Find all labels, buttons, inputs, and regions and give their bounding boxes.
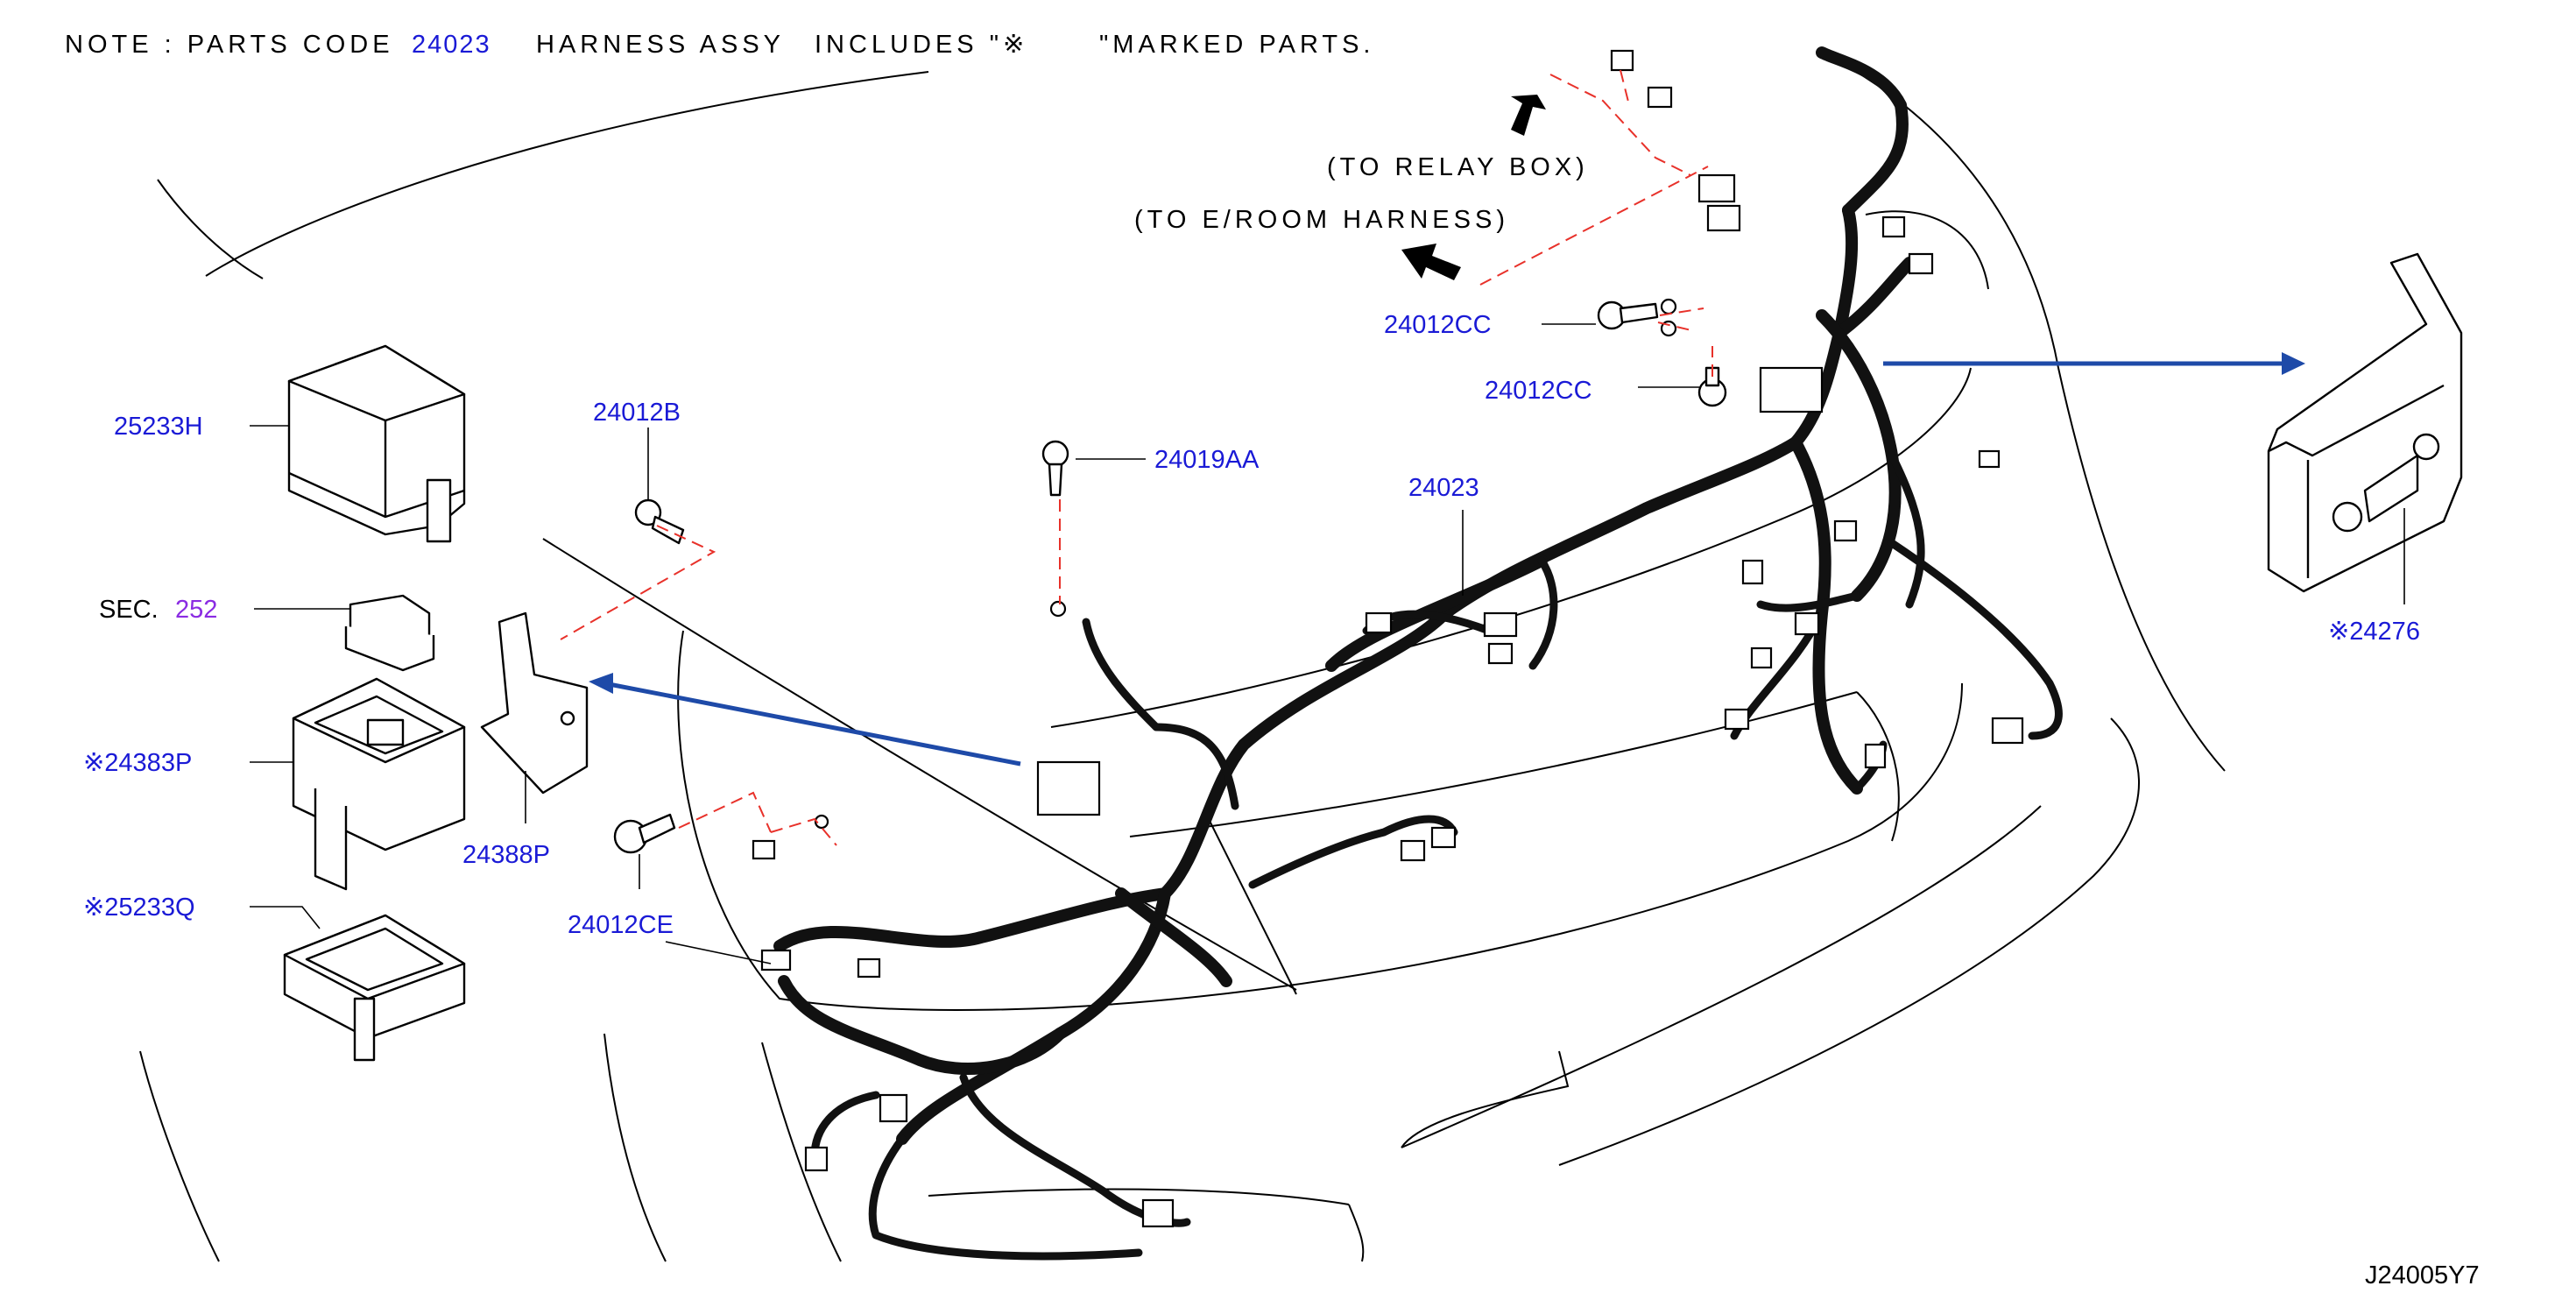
connector[interactable]: [1706, 204, 1741, 232]
vehicle-body-outline: [139, 56, 2226, 1262]
header-note: NOTE : PARTS CODE 24023 HARNESS ASSY INC…: [65, 31, 1375, 59]
part-labels: 25233H SEC. 252 ※24383P ※25233Q 24012B 2…: [83, 311, 2420, 939]
connector[interactable]: [879, 1093, 908, 1123]
connector[interactable]: [1610, 49, 1634, 72]
side-cover-24276[interactable]: [2267, 252, 2463, 593]
lower-cover-25233q[interactable]: [283, 914, 466, 1062]
connector[interactable]: [1991, 717, 2024, 745]
leader-lines: [250, 323, 2405, 964]
label-25233q[interactable]: ※25233Q: [83, 894, 195, 922]
note-harness-assy: HARNESS ASSY: [536, 31, 785, 59]
down-arrow-icon: [1511, 95, 1546, 136]
connector[interactable]: [1741, 559, 1764, 585]
connector[interactable]: [1365, 611, 1393, 634]
junction-bracket[interactable]: [1759, 366, 1824, 413]
bolt-24012cc-lower[interactable]: [1697, 366, 1727, 407]
connector[interactable]: [1908, 252, 1934, 275]
label-to-relay-box: (TO RELAY BOX): [1327, 153, 1589, 181]
label-24012ce[interactable]: 24012CE: [568, 911, 674, 939]
label-24012cc-lower[interactable]: 24012CC: [1485, 377, 1592, 405]
label-sec-prefix: SEC.: [99, 596, 159, 624]
label-24388p[interactable]: 24388P: [462, 841, 550, 869]
bolt-24012ce[interactable]: [613, 813, 676, 854]
callout-arrow-bracket: [603, 680, 1021, 767]
connector[interactable]: [1864, 743, 1887, 769]
label-24383p[interactable]: ※24383P: [83, 749, 192, 777]
direction-labels: (TO RELAY BOX) (TO E/ROOM HARNESS): [1134, 153, 1589, 234]
label-sec-252[interactable]: 252: [175, 596, 217, 624]
ground-terminal[interactable]: [1660, 320, 1677, 337]
diagram-code: J24005Y7: [2365, 1261, 2480, 1289]
label-to-eroom-harness: (TO E/ROOM HARNESS): [1134, 206, 1509, 234]
connector[interactable]: [1647, 86, 1673, 109]
note-part-code[interactable]: 24023: [412, 31, 491, 59]
label-24276[interactable]: ※24276: [2328, 618, 2420, 646]
ground-terminal[interactable]: [1049, 600, 1067, 618]
label-24012b[interactable]: 24012B: [593, 399, 681, 427]
connector[interactable]: [1724, 708, 1750, 731]
connector[interactable]: [752, 839, 776, 860]
note-prefix: NOTE : PARTS CODE: [65, 31, 394, 59]
connector[interactable]: [857, 957, 881, 979]
ground-terminal[interactable]: [1660, 298, 1677, 315]
dashed-leaders: [560, 69, 1713, 846]
connector[interactable]: [1483, 611, 1518, 638]
connector[interactable]: [1750, 646, 1773, 669]
label-25233h[interactable]: 25233H: [114, 413, 203, 441]
bolt-24019aa[interactable]: [1041, 440, 1069, 497]
connector[interactable]: [760, 949, 792, 971]
connector[interactable]: [1881, 215, 1906, 238]
relay-sec-252[interactable]: [344, 594, 435, 672]
left-arrow-icon: [1401, 244, 1461, 280]
connector[interactable]: [1794, 611, 1820, 636]
connector[interactable]: [1430, 826, 1457, 849]
ground-terminal[interactable]: [814, 814, 829, 830]
direction-arrows: [1401, 95, 1546, 280]
connector[interactable]: [1400, 839, 1426, 862]
callout-arrows: [589, 352, 2305, 767]
bolt-24012cc-upper[interactable]: [1597, 300, 1659, 330]
connector[interactable]: [1487, 642, 1514, 665]
connector[interactable]: [1697, 173, 1736, 203]
note-includes: INCLUDES "※: [815, 31, 1028, 59]
label-24023[interactable]: 24023: [1408, 474, 1479, 502]
connector[interactable]: [1833, 519, 1858, 542]
bolt-24012b[interactable]: [634, 498, 685, 545]
relay-connector[interactable]: [1036, 760, 1101, 816]
connector[interactable]: [1141, 1198, 1175, 1228]
label-24019aa[interactable]: 24019AA: [1154, 446, 1260, 474]
label-24012cc-upper[interactable]: 24012CC: [1384, 311, 1492, 339]
note-marked-parts: "MARKED PARTS.: [1099, 31, 1375, 59]
relay-cover-25233h[interactable]: [287, 344, 466, 543]
connector[interactable]: [1978, 449, 2001, 469]
bracket-24388p[interactable]: [480, 611, 589, 795]
connector[interactable]: [804, 1146, 829, 1172]
fuse-block-24383p[interactable]: [292, 677, 466, 891]
wiring-harness-24023[interactable]: [773, 46, 2063, 1261]
